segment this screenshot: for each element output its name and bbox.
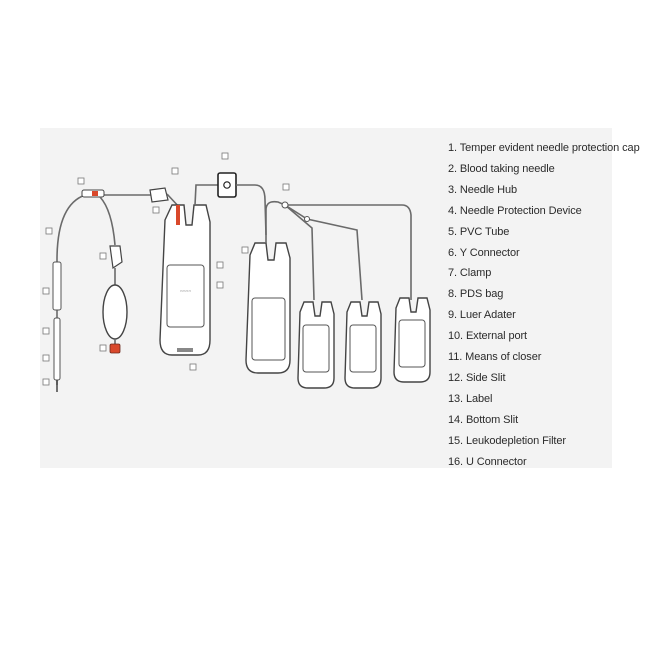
- primary-bag: ▭▭▭▭: [159, 204, 211, 356]
- legend-item: 11. Means of closer: [448, 351, 542, 364]
- component-legend: 1. Temper evident needle protection cap …: [448, 138, 640, 473]
- legend-item: 7. Clamp: [448, 267, 492, 280]
- donor-line: [52, 194, 155, 392]
- satellite-bag-3: [393, 297, 431, 383]
- legend-item: 2. Blood taking needle: [448, 162, 555, 175]
- satellite-bag-2: [344, 301, 382, 389]
- legend-item: 5. PVC Tube: [448, 225, 510, 238]
- diagram-panel: [40, 128, 612, 468]
- leukodepleted-bag: [245, 200, 291, 374]
- legend-item: 16. U Connector: [448, 455, 527, 468]
- svg-text:▭▭▭▭: ▭▭▭▭: [180, 289, 192, 293]
- legend-item: 6. Y Connector: [448, 246, 520, 259]
- u-connector-lines: [281, 201, 412, 301]
- legend-item: 14. Bottom Slit: [448, 413, 519, 426]
- legend-item: 13. Label: [448, 392, 493, 405]
- legend-item: 15. Leukodepletion Filter: [448, 434, 566, 447]
- legend-item: 4. Needle Protection Device: [448, 204, 582, 217]
- y-connector: [81, 189, 116, 246]
- legend-item: 8. PDS bag: [448, 288, 504, 301]
- pds-bag: [102, 245, 128, 354]
- satellite-bag-1: [297, 301, 335, 389]
- leukodepletion-filter: [194, 172, 267, 236]
- legend-item: 9. Luer Adater: [448, 309, 516, 322]
- legend-item: 10. External port: [448, 330, 528, 343]
- legend-item: 12. Side Slit: [448, 371, 506, 384]
- callout-markers: [42, 152, 290, 386]
- legend-item: 1. Temper evident needle protection cap: [448, 142, 640, 154]
- legend-item: 3. Needle Hub: [448, 183, 518, 196]
